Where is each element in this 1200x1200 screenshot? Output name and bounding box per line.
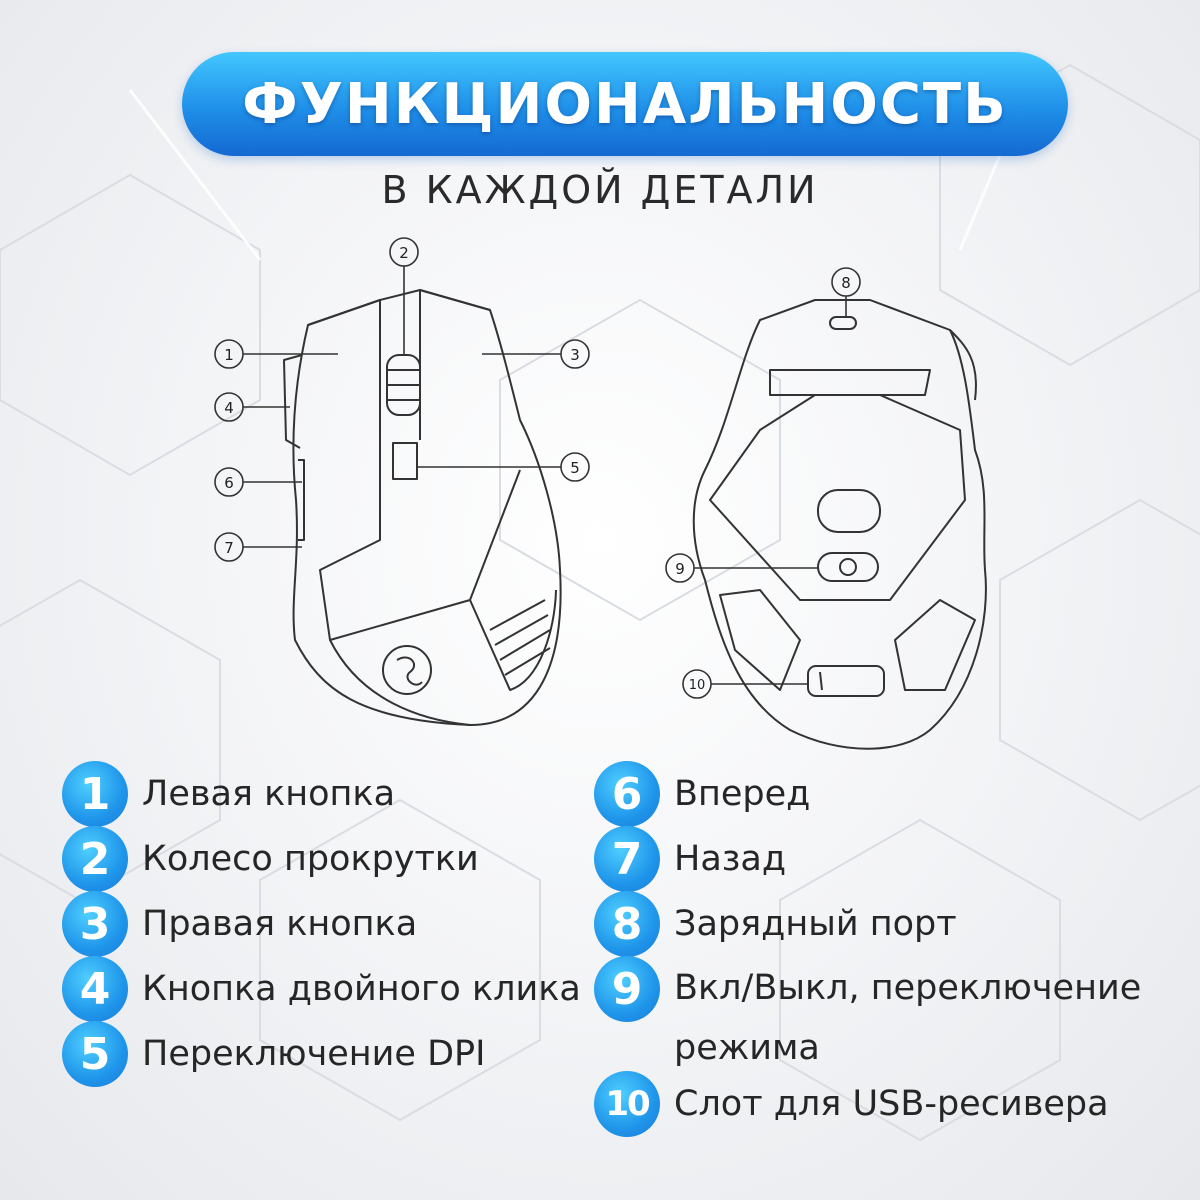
- number-badge: 8: [594, 891, 660, 957]
- number-badge: 7: [594, 826, 660, 892]
- page-subtitle: В КАЖДОЙ ДЕТАЛИ: [381, 168, 819, 212]
- feature-label-line: режима: [674, 1028, 820, 1068]
- mouse-diagram: 1 2 3 4 5 6 7 8: [214, 237, 987, 750]
- svg-text:9: 9: [675, 560, 685, 578]
- svg-text:1: 1: [224, 346, 234, 364]
- mouse-bottom-view: [692, 299, 987, 750]
- feature-label: Правая кнопка: [142, 904, 418, 944]
- list-item: 3 Правая кнопка: [62, 891, 581, 960]
- feature-label: Слот для USB-ресивера: [674, 1084, 1109, 1124]
- list-item: 2 Колесо прокрутки: [62, 826, 581, 895]
- feature-label: Вперед: [674, 774, 811, 814]
- callout-2: 2: [389, 237, 419, 356]
- list-item: 8 Зарядный порт: [594, 891, 1144, 960]
- list-item: 10 Слот для USB-ресивера: [594, 1071, 1144, 1140]
- svg-text:4: 4: [224, 399, 234, 417]
- feature-label: Вкл/Выкл, переключение режима: [674, 958, 1144, 1078]
- number-badge: 5: [62, 1021, 128, 1087]
- svg-text:3: 3: [570, 346, 580, 364]
- list-item: 4 Кнопка двойного клика: [62, 956, 581, 1025]
- svg-text:8: 8: [841, 274, 851, 292]
- number-badge: 4: [62, 956, 128, 1022]
- callout-8: 8: [831, 267, 861, 318]
- callout-3: 3: [482, 339, 590, 369]
- svg-text:6: 6: [224, 474, 234, 492]
- page-title: ФУНКЦИОНАЛЬНОСТЬ: [242, 71, 1008, 137]
- title-banner: ФУНКЦИОНАЛЬНОСТЬ: [182, 52, 1068, 156]
- feature-label: Кнопка двойного клика: [142, 969, 581, 1009]
- svg-text:10: 10: [689, 678, 706, 693]
- list-item: 9 Вкл/Выкл, переключение режима: [594, 956, 1144, 1078]
- features-list-left: 1 Левая кнопка 2 Колесо прокрутки 3 Прав…: [62, 761, 581, 1090]
- list-item: 5 Переключение DPI: [62, 1021, 581, 1090]
- features-list-right: 6 Вперед 7 Назад 8 Зарядный порт 9 Вкл/В…: [594, 761, 1144, 1140]
- svg-text:2: 2: [399, 244, 409, 262]
- callout-4: 4: [214, 392, 290, 422]
- callout-7: 7: [214, 532, 302, 562]
- svg-text:7: 7: [224, 539, 234, 557]
- feature-label: Назад: [674, 839, 787, 879]
- svg-text:5: 5: [570, 459, 580, 477]
- number-badge: 2: [62, 826, 128, 892]
- feature-label: Зарядный порт: [674, 904, 957, 944]
- number-badge: 1: [62, 761, 128, 827]
- feature-label-line: Вкл/Выкл, переключение: [674, 968, 1142, 1008]
- mouse-top-view: [283, 289, 562, 726]
- number-badge: 10: [594, 1071, 660, 1137]
- list-item: 6 Вперед: [594, 761, 1144, 830]
- number-badge: 3: [62, 891, 128, 957]
- feature-label: Колесо прокрутки: [142, 839, 479, 879]
- callout-10: 10: [682, 669, 808, 699]
- list-item: 1 Левая кнопка: [62, 761, 581, 830]
- feature-label: Переключение DPI: [142, 1034, 486, 1074]
- feature-label: Левая кнопка: [142, 774, 396, 814]
- callout-9: 9: [665, 553, 818, 583]
- list-item: 7 Назад: [594, 826, 1144, 895]
- callout-1: 1: [214, 339, 338, 369]
- callout-5: 5: [417, 452, 590, 482]
- number-badge: 9: [594, 956, 660, 1022]
- number-badge: 6: [594, 761, 660, 827]
- callout-6: 6: [214, 467, 302, 497]
